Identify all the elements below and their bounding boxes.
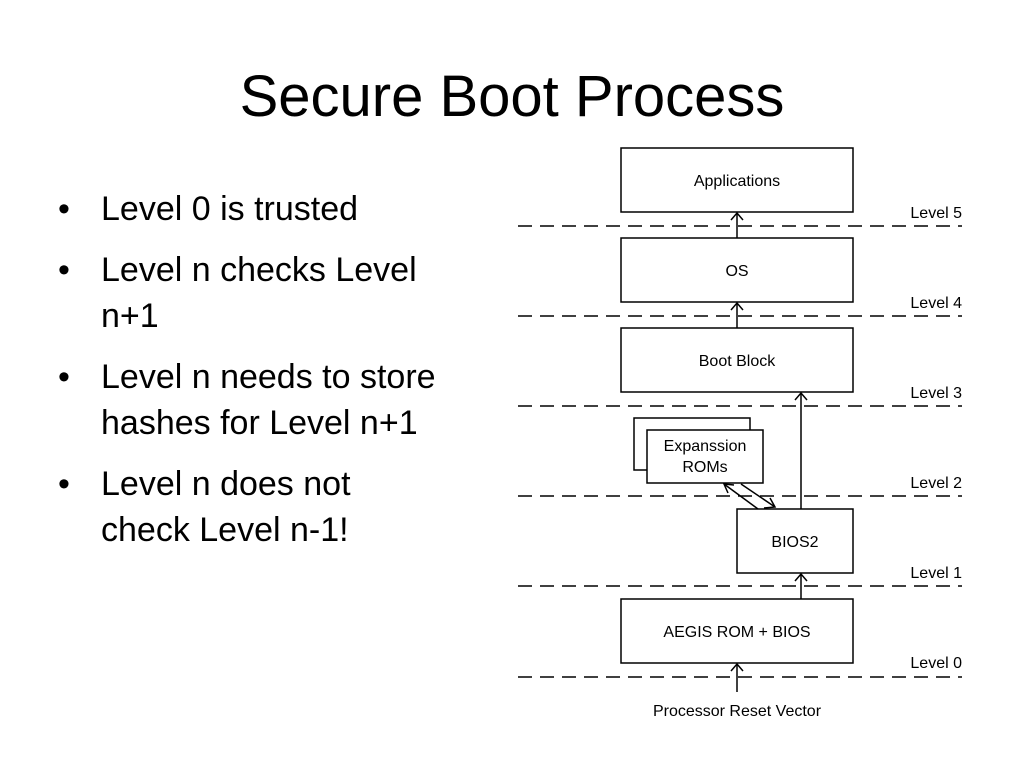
arrow-reset-to-aegis — [730, 662, 744, 692]
expansion-rom-label-line1: Expanssion — [664, 438, 747, 455]
bullet-dot: • — [58, 358, 70, 396]
bullet-dot: • — [58, 190, 70, 228]
bios2-label: BIOS2 — [771, 534, 818, 551]
level-4-label: Level 4 — [910, 295, 962, 312]
arrow-bios2-rom-link-1 — [722, 483, 759, 510]
applications-label: Applications — [694, 173, 780, 190]
bullet-text: Level 0 is trusted — [101, 190, 359, 228]
level-5-label: Level 5 — [910, 205, 962, 222]
bios2-box — [736, 508, 854, 574]
bullet-text: Level n checks Level — [101, 251, 417, 289]
os-label: OS — [725, 263, 748, 280]
expansion-rom-front-box — [646, 429, 764, 484]
bullet-dot: • — [58, 465, 70, 503]
arrow-os-to-apps — [730, 211, 744, 238]
expansion-rom-label-line2: ROMs — [682, 459, 727, 476]
level-1-label: Level 1 — [910, 565, 962, 582]
bullet-text: Level n needs to store — [101, 358, 436, 396]
arrow-aegis-to-bios2 — [794, 572, 808, 599]
bullet-item: • Level 0 is trusted — [58, 186, 508, 232]
reset-vector-label: Processor Reset Vector — [653, 703, 822, 720]
level-2-label: Level 2 — [910, 475, 962, 492]
aegis-box — [620, 598, 854, 664]
bullet-item: • Level n checks Level n+1 — [58, 247, 508, 339]
bullet-text-cont: check Level n-1! — [101, 511, 349, 549]
bullet-list: • Level 0 is trusted • Level n checks Le… — [58, 186, 508, 568]
bullet-dot: • — [58, 251, 70, 289]
slide-title: Secure Boot Process — [239, 64, 785, 129]
bullet-text-cont: hashes for Level n+1 — [101, 404, 418, 442]
bullet-text: Level n does not — [101, 465, 351, 503]
boot-block-label: Boot Block — [699, 353, 776, 370]
bullet-item: • Level n needs to store hashes for Leve… — [58, 354, 508, 446]
boot-block-box — [620, 327, 854, 393]
aegis-label: AEGIS ROM + BIOS — [663, 624, 810, 641]
arrow-bios2-to-boot — [794, 391, 808, 509]
level-3-label: Level 3 — [910, 385, 962, 402]
arrow-boot-to-os — [730, 301, 744, 328]
arrow-bios2-rom-link-2 — [740, 483, 777, 509]
bullet-item: • Level n does not check Level n-1! — [58, 461, 508, 553]
bullet-text-cont: n+1 — [101, 297, 159, 335]
level-0-label: Level 0 — [910, 655, 962, 672]
